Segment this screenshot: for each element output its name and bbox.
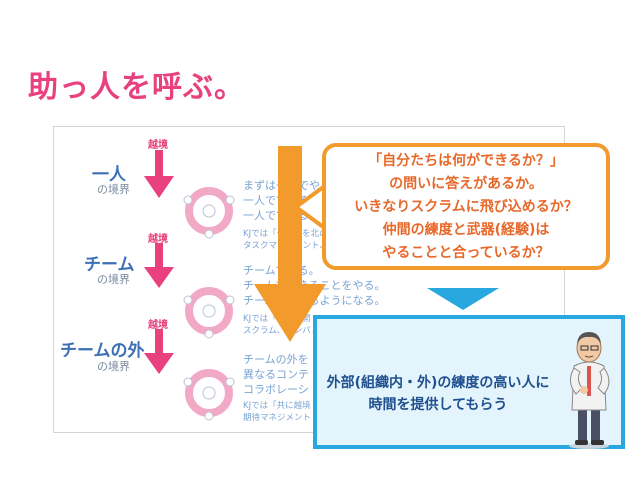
pink-down-arrow-icon xyxy=(144,243,174,288)
level-sub-outside: の境界 xyxy=(97,360,130,373)
cycle-diagram-icon xyxy=(183,287,235,339)
slide-kj-note: KJでは「共に越境期待マネジメント xyxy=(243,401,312,423)
level-label-team: チーム xyxy=(84,255,135,275)
cycle-diagram-icon xyxy=(183,187,235,239)
pink-down-arrow-icon xyxy=(144,150,174,198)
slide-text-block: チームの外を異なるコンテコラボレーシ xyxy=(243,353,309,396)
tag-cross-1: 越境 xyxy=(148,140,168,151)
cycle-diagram-icon xyxy=(183,369,235,421)
level-label-one: 一人 xyxy=(92,165,126,185)
blue-down-triangle-icon xyxy=(427,288,499,310)
orange-down-arrow-icon xyxy=(254,146,326,342)
tag-cross-2: 越境 xyxy=(148,234,168,245)
callout-text: 「自分たちは何ができるか？」 の問いに答えがあるか。 いきなりスクラムに飛び込め… xyxy=(354,153,578,261)
level-sub-one: の境界 xyxy=(97,183,130,196)
helper-text: 外部(組織内・外)の練度の高い人に 時間を提供してもらう xyxy=(326,375,550,413)
question-callout xyxy=(322,143,610,270)
page-title: 助っ人を呼ぶ。 xyxy=(28,70,245,105)
level-label-outside: チームの外 xyxy=(60,341,145,361)
level-sub-team: の境界 xyxy=(97,273,130,286)
pink-down-arrow-icon xyxy=(144,329,174,374)
tag-cross-3: 越境 xyxy=(148,320,168,331)
helper-person-illustration xyxy=(569,332,610,449)
